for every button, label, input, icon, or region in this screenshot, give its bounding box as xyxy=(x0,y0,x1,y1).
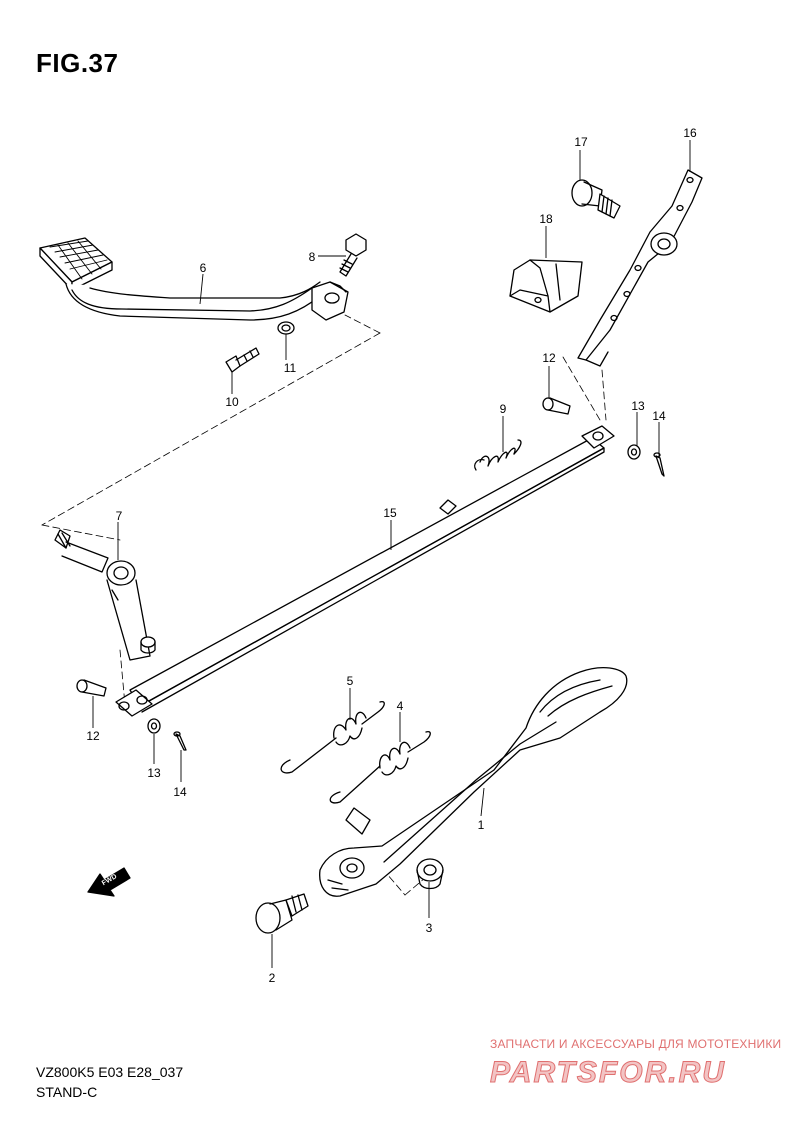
callout-7: 7 xyxy=(116,509,123,523)
callout-2: 2 xyxy=(269,971,276,985)
watermark-tagline: ЗАПЧАСТИ И АКСЕССУАРЫ ДЛЯ МОТОТЕХНИКИ xyxy=(490,1037,782,1051)
bolt-part-2 xyxy=(255,893,309,934)
side-stand-part-1 xyxy=(319,666,628,897)
callout-5: 5 xyxy=(347,674,354,688)
callout-12-left: 12 xyxy=(86,729,100,743)
callout-16: 16 xyxy=(683,126,697,140)
washer-part-13-right xyxy=(627,444,641,460)
watermark-logo: PARTSFOR.RU xyxy=(490,1056,726,1090)
pin-part-12-right xyxy=(542,397,571,415)
rod-part-15 xyxy=(115,425,615,717)
callout-13-left: 13 xyxy=(147,766,161,780)
bracket-part-16 xyxy=(577,169,703,367)
bolt-part-17 xyxy=(571,179,621,219)
spring-part-9 xyxy=(474,439,522,471)
shaft-arm-part-7 xyxy=(54,529,156,661)
cotter-pin-part-14-left xyxy=(173,731,187,751)
pin-part-12-left xyxy=(76,679,107,697)
spring-part-4 xyxy=(329,730,431,804)
callout-6: 6 xyxy=(200,261,207,275)
callout-18: 18 xyxy=(539,212,553,226)
callout-11: 11 xyxy=(284,361,297,375)
callout-14-left: 14 xyxy=(173,785,187,799)
bolt-part-10 xyxy=(225,347,260,373)
callout-3: 3 xyxy=(426,921,433,935)
watermark-logo-text: PARTSFOR.RU xyxy=(490,1056,726,1089)
callout-14-right: 14 xyxy=(652,409,666,423)
callout-numbers: 6 8 11 10 7 15 9 12 17 16 18 13 14 12 13… xyxy=(86,126,697,985)
spring-part-5 xyxy=(280,700,385,774)
callout-leaders xyxy=(92,140,691,968)
callout-12-right: 12 xyxy=(542,351,556,365)
callout-4: 4 xyxy=(397,699,404,713)
washer-part-11 xyxy=(277,321,295,335)
callout-13-right: 13 xyxy=(631,399,645,413)
callout-9: 9 xyxy=(500,402,507,416)
bolt-part-8 xyxy=(339,233,367,277)
brake-pedal-part-6 xyxy=(39,237,349,321)
callout-10: 10 xyxy=(225,395,239,409)
callout-8: 8 xyxy=(309,250,316,264)
callout-17: 17 xyxy=(574,135,588,149)
figure-title: FIG.37 xyxy=(36,48,119,78)
figure-code: VZ800K5 E03 E28_037 xyxy=(36,1064,184,1080)
callout-15: 15 xyxy=(383,506,397,520)
figure-name: STAND-C xyxy=(36,1084,98,1100)
washer-part-13-left xyxy=(147,718,161,734)
fwd-arrow-icon xyxy=(87,867,131,897)
cover-part-18 xyxy=(509,259,583,313)
assembly-lines xyxy=(41,314,607,896)
bushing-part-3 xyxy=(416,858,444,890)
callout-1: 1 xyxy=(478,818,485,832)
